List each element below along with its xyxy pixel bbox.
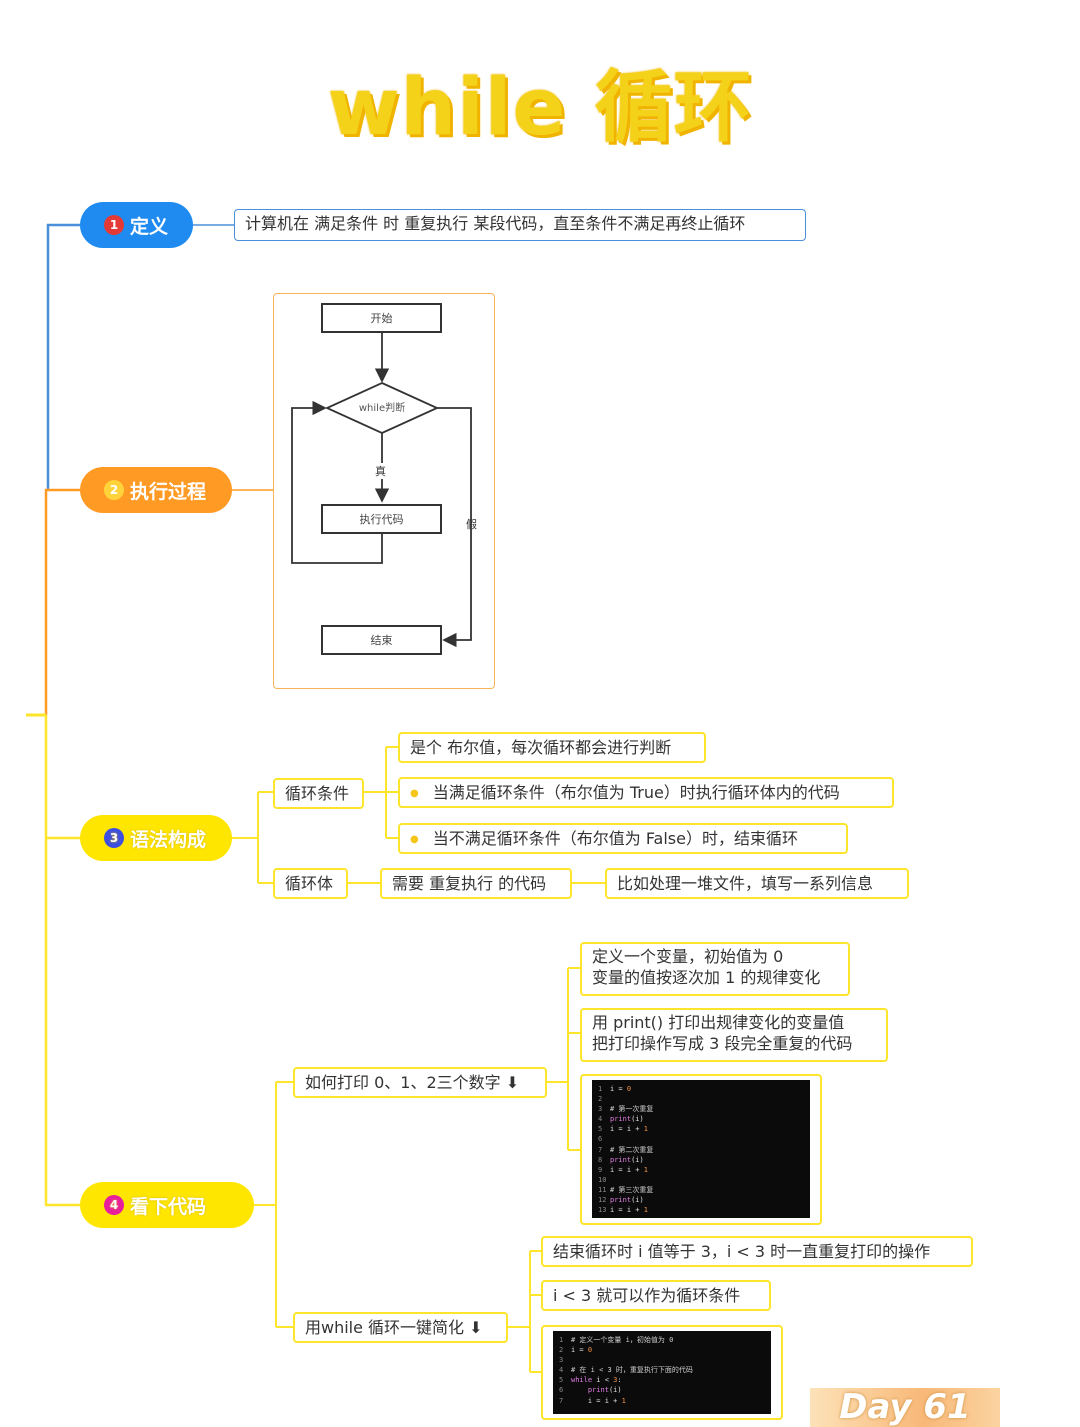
day-badge: Day 61	[810, 1388, 1000, 1427]
section-number: 1	[104, 215, 124, 235]
print-note-line: 定义一个变量，初始值为 0	[592, 947, 784, 966]
syntax-condition-item: ● 当不满足循环条件（布尔值为 False）时，结束循环	[398, 823, 848, 854]
flowchart-start: 开始	[321, 303, 442, 333]
while-note: i < 3 就可以作为循环条件	[541, 1280, 771, 1311]
section-label: 语法构成	[130, 828, 207, 851]
section-definition: 1 定义	[80, 202, 193, 248]
print-note-line: 把打印操作写成 3 段完全重复的代码	[592, 1034, 853, 1053]
while-label: 用while 循环一键简化 ⬇	[293, 1312, 508, 1343]
syntax-body-label: 循环体	[273, 868, 348, 899]
bullet-dot: ●	[410, 787, 419, 799]
section-syntax: 3 语法构成	[80, 815, 232, 861]
print-note: 用 print() 打印出规律变化的变量值 把打印操作写成 3 段完全重复的代码	[580, 1008, 888, 1062]
while-note: 结束循环时 i 值等于 3，i < 3 时一直重复打印的操作	[541, 1236, 973, 1267]
section-number: 4	[104, 1195, 124, 1215]
syntax-body-desc: 需要 重复执行 的代码	[380, 868, 572, 899]
syntax-condition-label: 循环条件	[273, 778, 364, 809]
print-note-line: 用 print() 打印出规律变化的变量值	[592, 1013, 845, 1032]
page-title: while 循环	[327, 63, 753, 153]
syntax-condition-item: 是个 布尔值，每次循环都会进行判断	[398, 732, 706, 763]
definition-box: 计算机在 满足条件 时 重复执行 某段代码，直至条件不满足再终止循环	[234, 209, 806, 241]
syntax-condition-item: ● 当满足循环条件（布尔值为 True）时执行循环体内的代码	[398, 777, 894, 808]
print-label: 如何打印 0、1、2三个数字 ⬇	[293, 1067, 547, 1098]
code-frame-while	[541, 1325, 783, 1420]
flowchart-frame	[273, 293, 495, 689]
code-frame-repeat	[580, 1074, 822, 1225]
section-code: 4 看下代码	[80, 1182, 254, 1228]
section-execution: 2 执行过程	[80, 467, 232, 513]
syntax-condition-text: 当满足循环条件（布尔值为 True）时执行循环体内的代码	[432, 783, 840, 802]
section-label: 看下代码	[130, 1195, 207, 1218]
flowchart-end: 结束	[321, 625, 442, 655]
flowchart-body: 执行代码	[321, 504, 442, 534]
section-label: 执行过程	[130, 480, 207, 503]
flowchart-lines	[291, 333, 472, 648]
flowchart-false-label: 假	[466, 518, 477, 531]
section-number: 2	[104, 480, 124, 500]
syntax-body-example: 比如处理一堆文件，填写一系列信息	[605, 868, 909, 899]
flowchart-true-label: 真	[375, 465, 386, 478]
print-note: 定义一个变量，初始值为 0 变量的值按逐次加 1 的规律变化	[580, 942, 850, 996]
section-label: 定义	[130, 215, 169, 238]
print-note-line: 变量的值按逐次加 1 的规律变化	[592, 968, 821, 987]
bullet-dot: ●	[410, 833, 419, 845]
syntax-condition-text: 当不满足循环条件（布尔值为 False）时，结束循环	[432, 829, 798, 848]
flowchart-decision: while判断	[358, 403, 406, 414]
section-number: 3	[104, 828, 124, 848]
